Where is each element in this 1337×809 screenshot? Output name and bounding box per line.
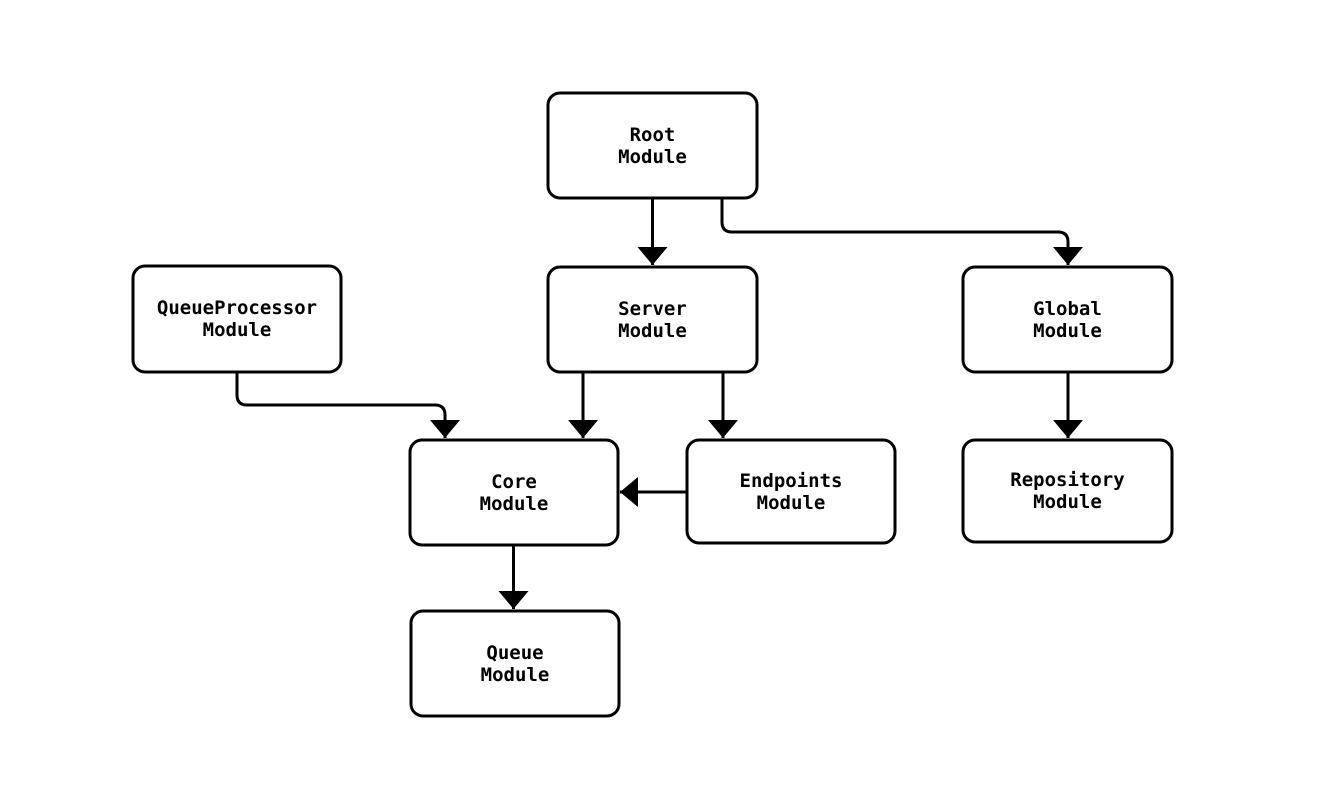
node-server-module-label-line2: Module xyxy=(618,320,687,342)
node-endpoints-module: Endpoints Module xyxy=(685,438,897,545)
node-queue-module-box xyxy=(409,609,621,718)
node-core-module-label-line2: Module xyxy=(480,493,549,515)
node-endpoints-module-label-line1: Endpoints xyxy=(740,470,843,492)
node-queueprocessor-module-label-line2: Module xyxy=(203,319,272,341)
node-root-module-label-line1: Root xyxy=(630,124,676,146)
node-repository-module-label-line2: Module xyxy=(1033,491,1102,513)
node-core-module: Core Module xyxy=(408,438,620,547)
node-queueprocessor-module: QueueProcessor Module xyxy=(131,264,343,374)
node-repository-module-box xyxy=(961,438,1174,544)
node-global-module: Global Module xyxy=(961,265,1174,374)
node-repository-module: Repository Module xyxy=(961,438,1174,544)
node-repository-module-label-line1: Repository xyxy=(1010,469,1124,491)
node-server-module-box xyxy=(546,265,759,374)
node-global-module-label-line1: Global xyxy=(1033,298,1102,320)
node-queue-module: Queue Module xyxy=(409,609,621,718)
node-queue-module-label-line2: Module xyxy=(481,664,550,686)
node-core-module-label-line1: Core xyxy=(491,471,537,493)
node-queue-module-label-line1: Queue xyxy=(486,642,543,664)
node-endpoints-module-label-line2: Module xyxy=(757,492,826,514)
node-queueprocessor-module-label-line1: QueueProcessor xyxy=(157,297,317,319)
node-queueprocessor-module-box xyxy=(131,264,343,374)
node-server-module: Server Module xyxy=(546,265,759,374)
node-core-module-box xyxy=(408,438,620,547)
node-root-module: Root Module xyxy=(546,91,759,200)
node-global-module-box xyxy=(961,265,1174,374)
edge-root-to-global xyxy=(720,198,1083,265)
node-root-module-box xyxy=(546,91,759,200)
edge-layer xyxy=(235,198,1083,609)
node-root-module-label-line2: Module xyxy=(618,146,687,168)
edge-queueprocessor-to-core xyxy=(235,372,460,438)
node-endpoints-module-box xyxy=(685,438,897,545)
node-server-module-label-line1: Server xyxy=(618,298,687,320)
node-global-module-label-line2: Module xyxy=(1033,320,1102,342)
